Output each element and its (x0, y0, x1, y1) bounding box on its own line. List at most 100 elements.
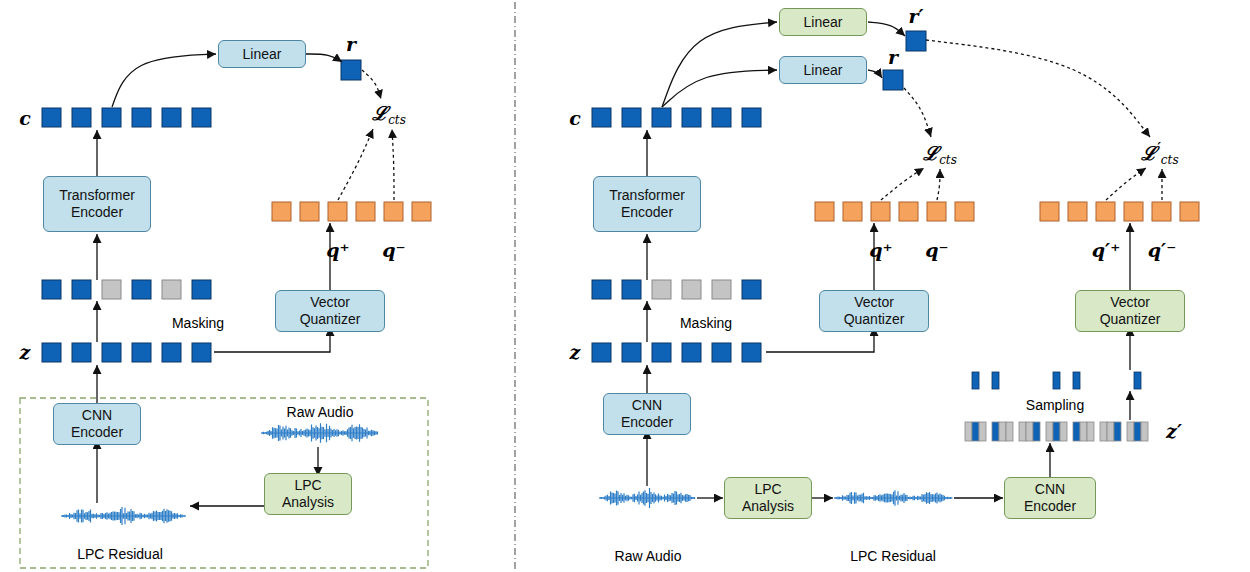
box-label: Transformer Encoder (600, 187, 694, 221)
math-symbol: q⁺ (869, 239, 892, 261)
math-symbol: q′⁺ (1092, 239, 1120, 261)
lpc-box: LPC Analysis (724, 477, 812, 519)
flow-arrow (96, 440, 97, 503)
context-vectors (42, 108, 211, 127)
feature-square (132, 108, 151, 127)
feature-square (682, 343, 701, 362)
feature-square (622, 343, 641, 362)
math-symbol: q⁻ (925, 239, 948, 261)
stripe (1033, 422, 1040, 441)
masked-vectors (592, 280, 761, 299)
sampled-bar (1073, 372, 1080, 389)
box-label: Linear (804, 62, 843, 79)
context-vectors (592, 108, 761, 127)
group-outline (20, 398, 428, 568)
annotation-label: LPC Residual (77, 546, 163, 562)
feature-square (162, 280, 181, 299)
projection-square (883, 70, 903, 90)
math-symbol: r′ (908, 5, 923, 27)
lpc-residual-waveform (62, 507, 185, 525)
flow-arrow (646, 130, 647, 176)
math-symbol: c (19, 107, 31, 129)
transformer-box: Transformer Encoder (43, 176, 151, 232)
stripe (1053, 422, 1060, 441)
encoder-box: CNN Encoder (603, 393, 691, 435)
quantized-vectors (1040, 202, 1199, 221)
flow-arrow (697, 497, 723, 498)
flow-arrow (96, 234, 97, 280)
math-symbol: z (20, 341, 31, 363)
flow-arrow (662, 70, 777, 107)
loss-arrow (392, 129, 394, 200)
stripe (1141, 422, 1148, 441)
box-label: Linear (804, 14, 843, 31)
sampled-bar (1053, 372, 1060, 389)
loss-arrow (904, 88, 931, 137)
stripe (1060, 422, 1067, 441)
waveform-axis (62, 516, 185, 517)
math-symbol: q⁺ (326, 239, 349, 261)
flow-arrow (112, 54, 216, 107)
feature-square (42, 343, 61, 362)
feature-square (843, 202, 862, 221)
feature-square (42, 108, 61, 127)
feature-square (102, 108, 121, 127)
waveform-axis (262, 433, 378, 434)
feature-square (384, 202, 403, 221)
feature-square (356, 202, 375, 221)
feature-square (682, 108, 701, 127)
stripe (1006, 422, 1013, 441)
feature-square (742, 343, 761, 362)
stripe (972, 422, 979, 441)
feature-square (712, 343, 731, 362)
feature-square (72, 280, 91, 299)
box-label: CNN Encoder (1011, 481, 1089, 515)
encoder-box: CNN Encoder (53, 403, 141, 445)
lpc-latent-vectors (965, 422, 1148, 441)
stripe (1114, 422, 1121, 441)
flow-arrow (1129, 223, 1130, 295)
box-label: LPC Analysis (731, 481, 805, 515)
stripe (1019, 422, 1026, 441)
quantizer-box: Vector Quantizer (275, 290, 385, 332)
feature-square (652, 108, 671, 127)
sampled-bar (1134, 372, 1141, 389)
annotation-label: LPC Residual (850, 548, 936, 564)
flow-arrow (646, 234, 647, 280)
math-symbol: c (569, 107, 581, 129)
box-label: LPC Analysis (271, 477, 345, 511)
stripe (1026, 422, 1033, 441)
masked-vectors (42, 280, 211, 299)
quantized-vectors (272, 202, 431, 221)
feature-square (1124, 202, 1143, 221)
feature-square (132, 280, 151, 299)
stripe (1127, 422, 1134, 441)
stripe (1080, 422, 1087, 441)
feature-square (162, 108, 181, 127)
quantized-vectors (815, 202, 974, 221)
flow-arrow (646, 301, 647, 342)
feature-square (42, 280, 61, 299)
math-symbol: z (570, 341, 581, 363)
box-label: Vector Quantizer (1082, 294, 1178, 328)
feature-square (682, 280, 701, 299)
loss-arrow (926, 40, 1150, 137)
feature-square (412, 202, 431, 221)
linear-box: Linear (779, 56, 867, 84)
panel-divider (515, 2, 516, 570)
feature-square (712, 280, 731, 299)
stripe (1073, 422, 1080, 441)
waveform-axis (600, 498, 695, 499)
math-symbol: z′ (1166, 420, 1182, 442)
feature-square (1040, 202, 1059, 221)
transformer-box: Transformer Encoder (593, 176, 701, 232)
loss-arrow (338, 129, 373, 200)
annotation-label: Raw Audio (287, 404, 354, 420)
feature-square (622, 108, 641, 127)
quantizer-box: Vector Quantizer (1075, 290, 1185, 332)
feature-square (592, 108, 611, 127)
flow-arrow (1129, 391, 1130, 420)
latent-vectors (42, 343, 211, 362)
feature-square (192, 280, 211, 299)
flow-arrow (96, 130, 97, 176)
